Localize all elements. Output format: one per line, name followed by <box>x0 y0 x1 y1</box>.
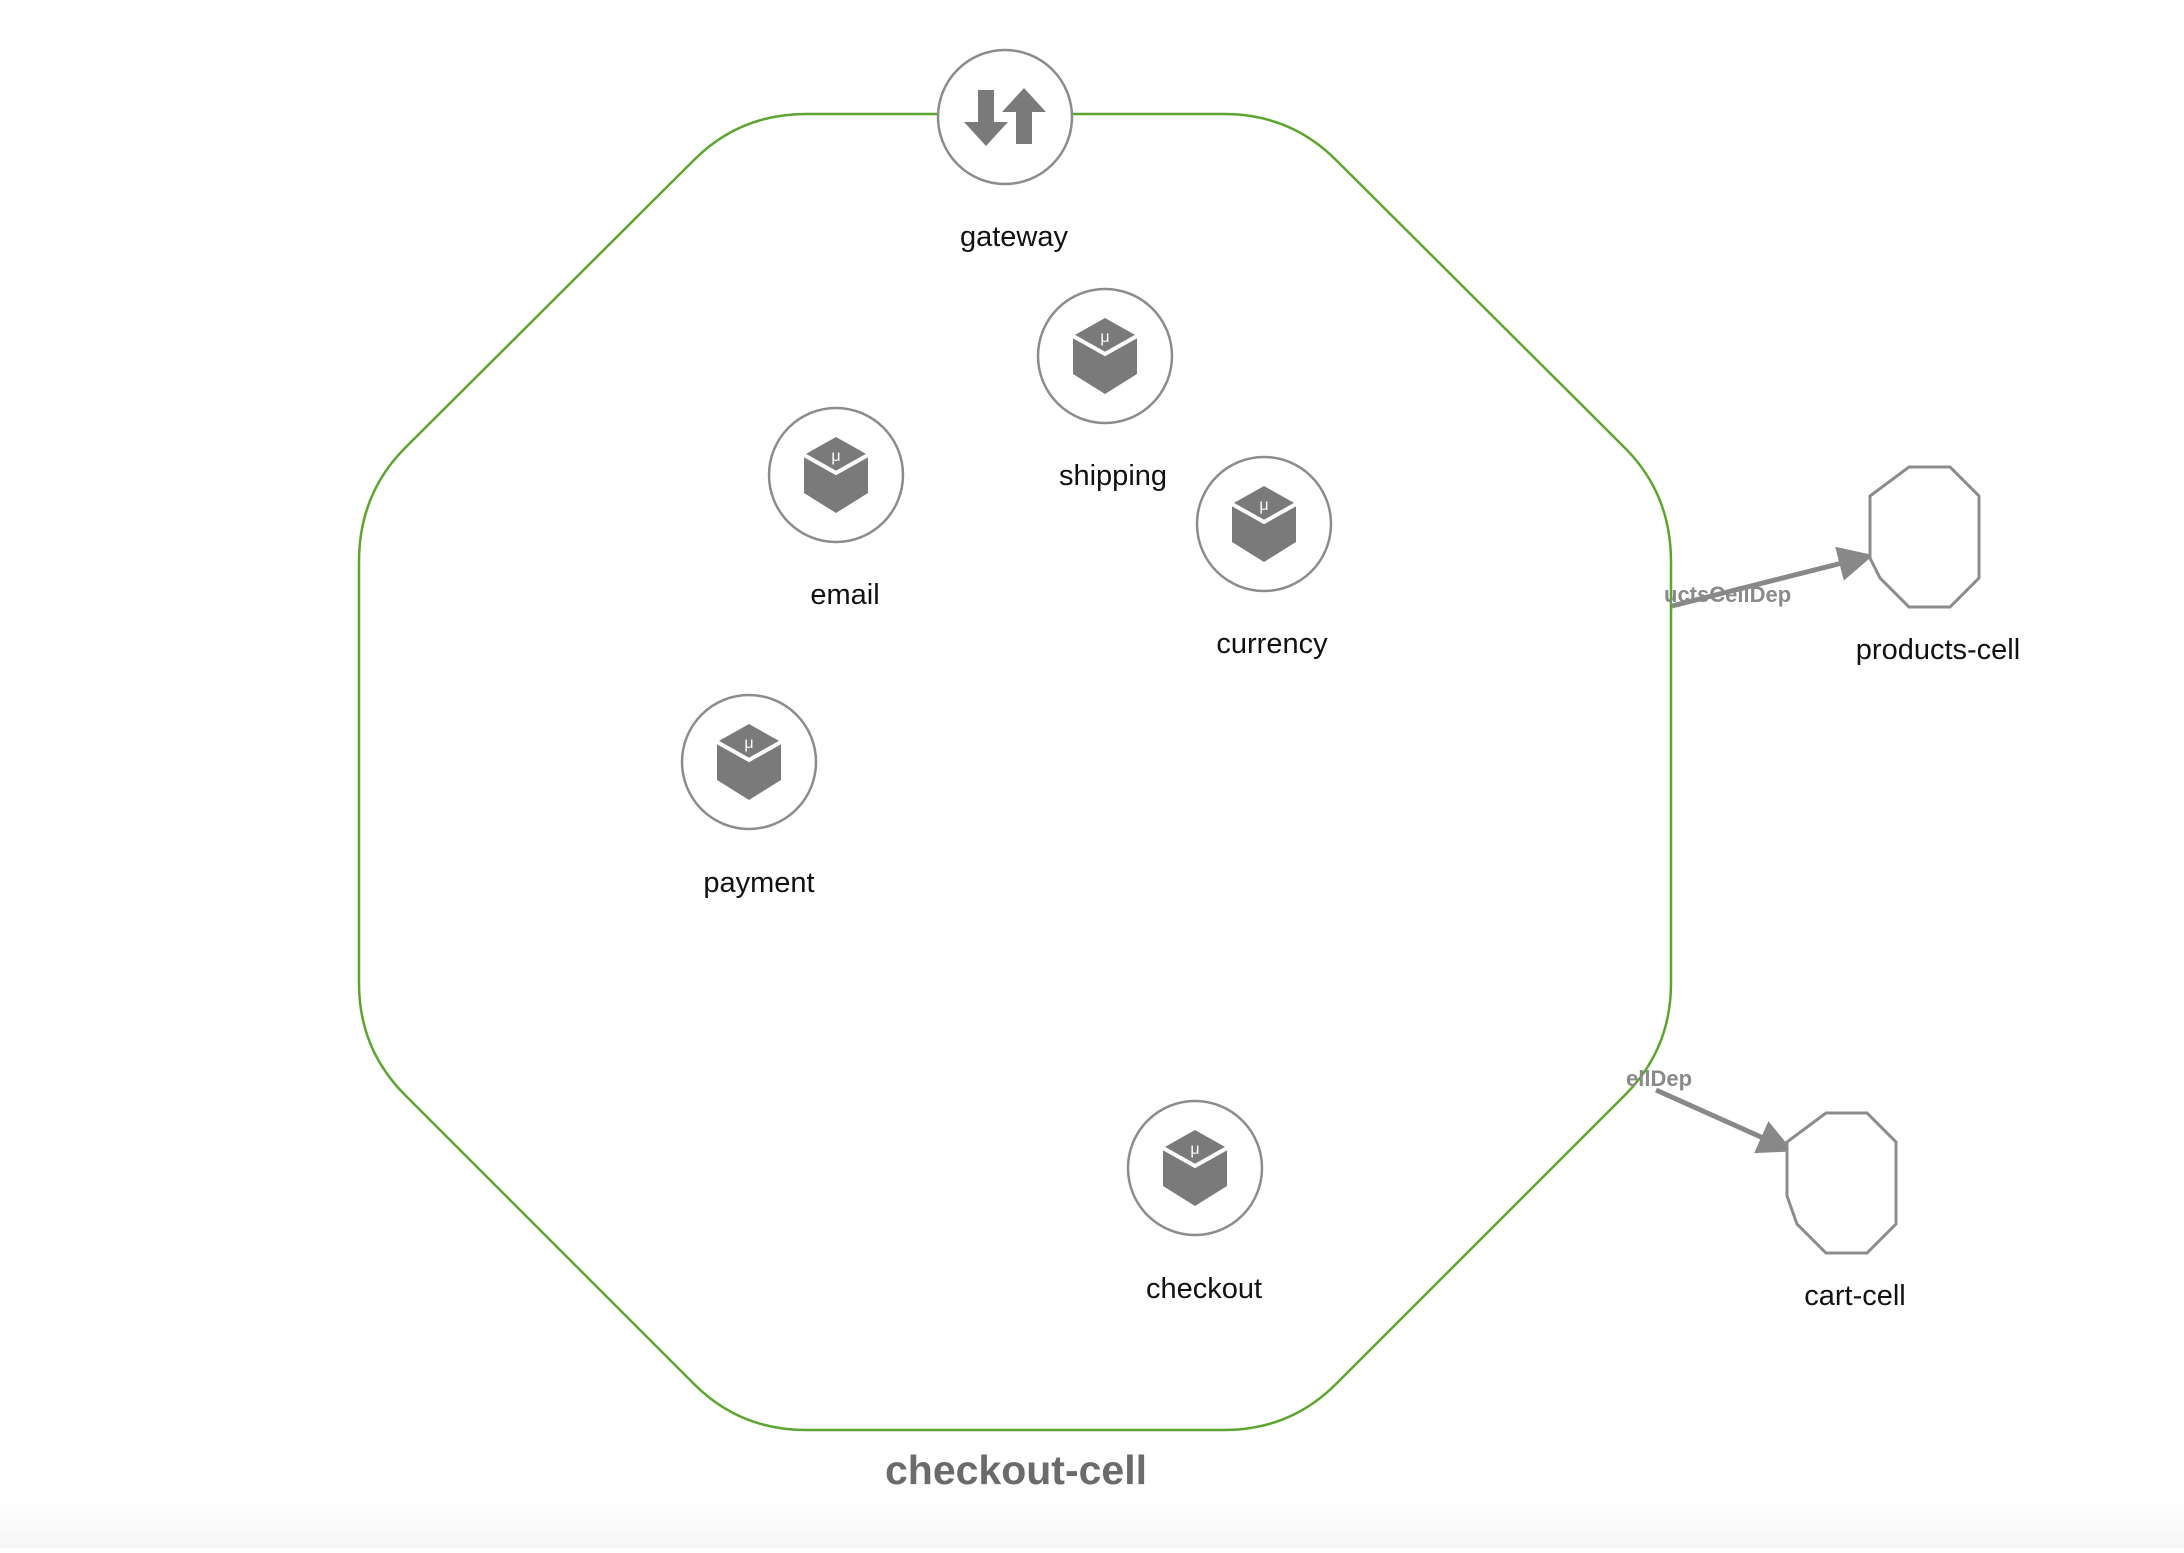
products-cell-label: products-cell <box>1856 634 2020 666</box>
edge-label-cart: ellDep <box>1626 1066 1692 1091</box>
checkout-cell-boundary[interactable] <box>357 112 1673 1432</box>
shipping-label: shipping <box>1059 460 1167 492</box>
microservice-cube-icon <box>1195 455 1333 593</box>
currency-node[interactable]: μ <box>1195 455 1333 593</box>
svg-text:μ: μ <box>1190 1141 1199 1158</box>
edge-to-cart-cell[interactable] <box>1654 1087 1794 1154</box>
gateway-label: gateway <box>960 221 1069 253</box>
gateway-arrows-icon <box>964 88 1046 146</box>
bottom-strip <box>0 1500 2184 1548</box>
cell-title: checkout-cell <box>885 1447 1147 1493</box>
cart-cell-label: cart-cell <box>1804 1280 1906 1312</box>
edge-label-products: uctsCellDep <box>1664 582 1791 607</box>
checkout-node[interactable]: μ <box>1126 1099 1264 1237</box>
svg-text:μ: μ <box>744 735 753 752</box>
products-cell-node[interactable] <box>1868 465 1981 609</box>
gateway-node[interactable] <box>936 48 1074 186</box>
email-label: email <box>810 579 879 611</box>
checkout-label: checkout <box>1146 1273 1262 1305</box>
email-node[interactable]: μ <box>767 406 905 544</box>
svg-text:μ: μ <box>1100 329 1109 346</box>
currency-label: currency <box>1216 628 1328 660</box>
svg-text:μ: μ <box>1259 497 1268 514</box>
microservice-cube-icon <box>767 406 905 544</box>
microservice-cube-icon <box>680 693 818 831</box>
microservice-cube-icon <box>1036 287 1174 425</box>
cart-cell-node[interactable] <box>1785 1111 1898 1255</box>
svg-text:μ: μ <box>831 448 840 465</box>
payment-node[interactable]: μ <box>680 693 818 831</box>
shipping-node[interactable]: μ <box>1036 287 1174 425</box>
payment-label: payment <box>703 867 814 899</box>
microservice-cube-icon <box>1126 1099 1264 1237</box>
edge-to-products-cell[interactable] <box>1671 546 1874 609</box>
